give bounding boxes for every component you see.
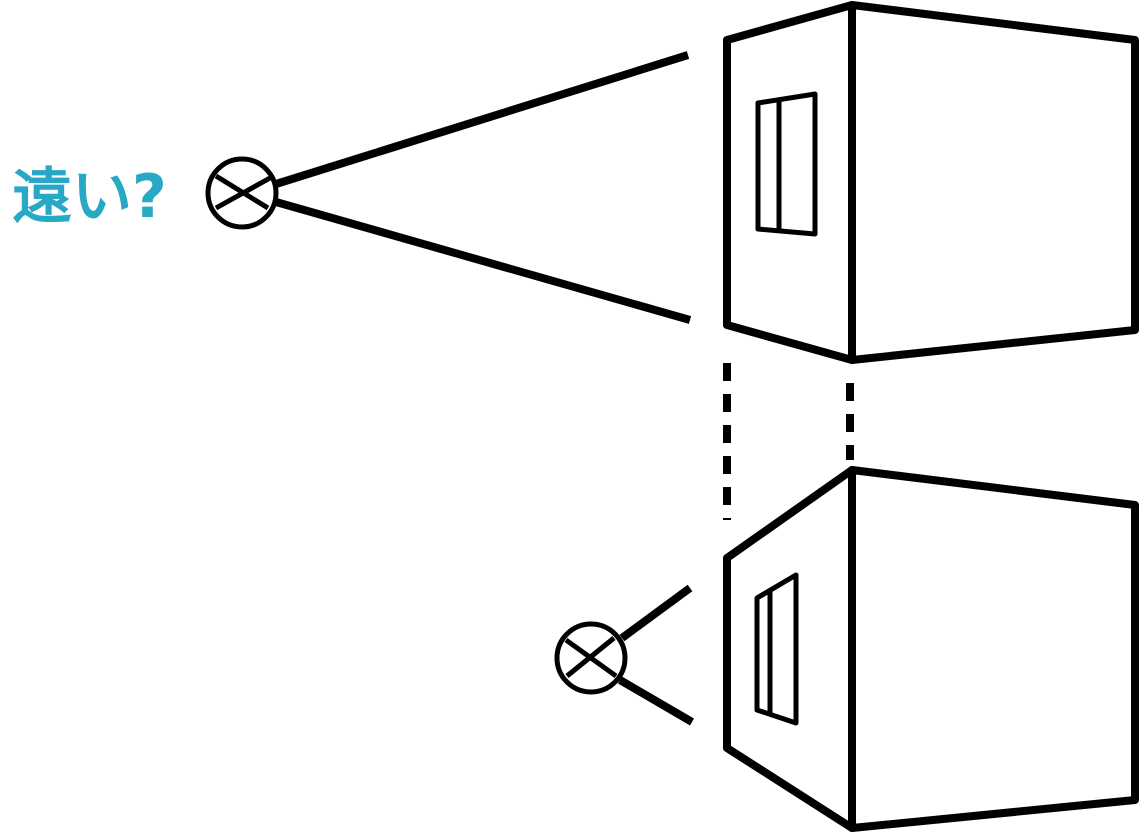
far-building-right-face	[848, 1, 1139, 364]
far-viewpoint-icon	[205, 156, 279, 230]
near-viewpoint-icon	[554, 621, 628, 695]
far-building-left-face	[723, 1, 856, 364]
near-building-left-face	[723, 466, 856, 832]
near-sightline-upper	[619, 584, 693, 642]
near-building-window	[754, 572, 799, 726]
far-sightline-lower	[274, 198, 692, 324]
far-sightline-upper	[274, 51, 690, 188]
near-building-right-face	[848, 466, 1139, 832]
far-building-window	[755, 91, 818, 237]
far-building	[723, 1, 1139, 364]
near-building	[723, 466, 1139, 832]
far-question-label: 遠い?	[12, 162, 167, 232]
near-sightline-lower	[617, 676, 695, 726]
